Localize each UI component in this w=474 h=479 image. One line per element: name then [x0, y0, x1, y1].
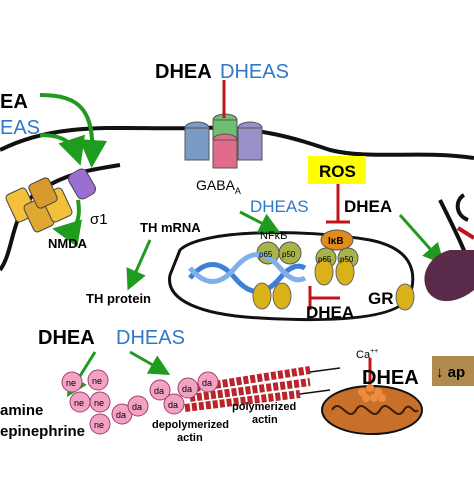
label-eas-left: EAS [0, 117, 40, 139]
label-dhea-mito: DHEA [362, 367, 419, 389]
arrow-mrna-to-protein [126, 239, 152, 291]
label-p65-b: p65 [318, 255, 332, 264]
vesicle-ne [87, 369, 109, 391]
label-norepinephrine: epinephrine [0, 423, 85, 440]
label-ikb: IκB [328, 236, 344, 247]
vesicle-da [177, 377, 199, 399]
label-dheas-top: DHEAS [220, 61, 289, 83]
label-p50-a: p50 [282, 250, 296, 259]
mitochondrion [321, 385, 423, 435]
vesicle-label-da: da [202, 378, 212, 388]
vesicle-label-ne: ne [94, 420, 104, 430]
label-gr: GR [368, 289, 394, 308]
label-dhea-top: DHEA [155, 61, 212, 83]
apoptosis-box [432, 356, 474, 386]
label-nfkb: NFκB [260, 230, 288, 242]
label-depolymerized: depolymerized [152, 419, 229, 431]
vesicle-label-ne: ne [94, 398, 104, 408]
vesicle-ne [61, 371, 83, 393]
calcium-ions [358, 384, 386, 402]
sigma1-receptor [68, 168, 96, 200]
label-dhea-nucleus: DHEA [306, 303, 354, 322]
label-actin-1: actin [177, 432, 203, 444]
arrow-dhea-right [398, 214, 444, 265]
label-dopamine: amine [0, 402, 43, 419]
purple-protein [424, 250, 474, 302]
label-th-protein: TH protein [86, 291, 151, 306]
vesicle-label-da: da [154, 386, 164, 396]
vesicle-ne [89, 391, 111, 413]
label-dheas-bottom: DHEAS [116, 327, 185, 349]
label-polymerized: polymerized [232, 401, 296, 413]
gr-receptors [252, 258, 415, 311]
label-ca: Ca++ [356, 348, 378, 361]
gaba-a-receptor [184, 113, 263, 169]
arrow-dhea-to-sigma [39, 93, 108, 168]
vesicle-da [197, 371, 219, 393]
label-apoptosis: ↓ ap [436, 364, 465, 381]
arrow-dheas-to-sigma [39, 133, 85, 166]
vesicle-label-da: da [116, 410, 126, 420]
vesicle-label-da: da [132, 402, 142, 412]
label-th-mrna: TH mRNA [140, 220, 201, 235]
vesicle-label-ne: ne [66, 378, 76, 388]
label-nmda: NMDA [48, 236, 88, 251]
label-actin-2: actin [252, 414, 278, 426]
vesicles [61, 369, 219, 435]
label-p65-a: p65 [259, 250, 273, 259]
vesicle-label-da: da [182, 384, 192, 394]
cell-membrane [0, 125, 474, 160]
arrow-sigma-to-nmda [52, 199, 83, 248]
label-p50-b: p50 [340, 255, 354, 264]
arrow-dheas-to-nfkb [239, 210, 281, 233]
label-ea-left: EA [0, 91, 28, 113]
purple-protein-top [455, 193, 469, 222]
nmda-receptor [5, 177, 73, 233]
arrow-dheas-to-actin [129, 350, 171, 375]
label-ros: ROS [319, 162, 356, 181]
label-dheas-mid: DHEAS [250, 197, 309, 216]
vesicle-da [149, 379, 171, 401]
label-dhea-mid: DHEA [344, 197, 392, 216]
vesicle-ne [89, 413, 111, 435]
ros-box [308, 156, 366, 184]
label-sigma: σ1 [90, 211, 108, 228]
vesicle-label-ne: ne [74, 398, 84, 408]
vesicle-label-ne: ne [92, 376, 102, 386]
vesicle-label-da: da [168, 400, 178, 410]
label-gaba: GABAA [196, 177, 241, 196]
vesicle-da [163, 393, 185, 415]
vesicle-da [127, 395, 149, 417]
purple-protein-inhibit [456, 226, 474, 240]
polymerized-actin [184, 366, 341, 412]
label-dhea-bottom: DHEA [38, 327, 95, 349]
